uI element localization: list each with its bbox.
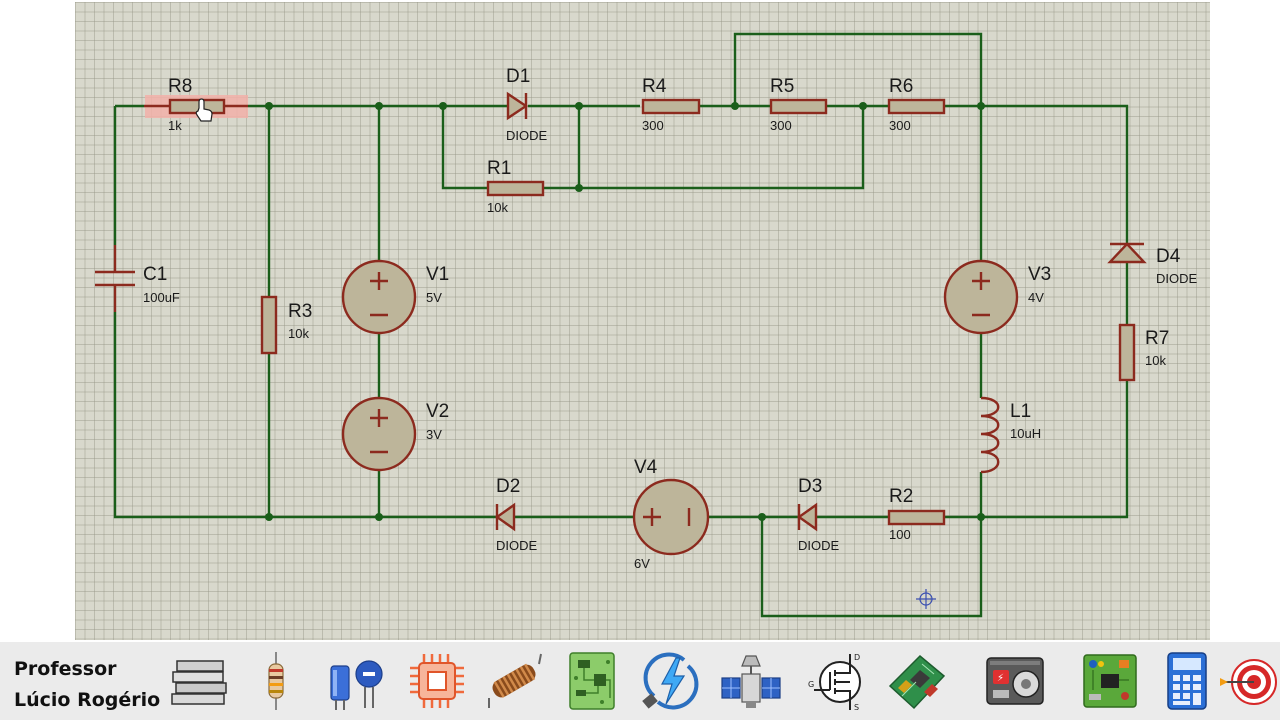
- footer-bar: Professor Lúcio Rogério: [0, 642, 1280, 720]
- chip-icon: [410, 654, 464, 708]
- svg-text:D: D: [854, 653, 860, 662]
- hand-cursor-icon: [195, 98, 213, 122]
- resistor-r2[interactable]: R2 100: [887, 486, 946, 542]
- c1-ref-label: C1: [143, 264, 167, 285]
- resistor-r1[interactable]: R1 10k: [486, 158, 545, 215]
- v1-value-label: 5V: [426, 290, 442, 305]
- v2-ref-label: V2: [426, 401, 449, 422]
- d4-value-label: DIODE: [1156, 271, 1198, 286]
- wires: [113, 32, 1129, 618]
- diode-d2[interactable]: D2 DIODE: [494, 476, 538, 553]
- d1-ref-label: D1: [506, 66, 530, 87]
- energy-icon: [642, 652, 699, 710]
- r2-value-label: 100: [889, 527, 911, 542]
- r7-ref-label: R7: [1145, 328, 1169, 349]
- l1-ref-label: L1: [1010, 401, 1031, 422]
- d2-ref-label: D2: [496, 476, 520, 497]
- d2-value-label: DIODE: [496, 538, 538, 553]
- r7-value-label: 10k: [1145, 353, 1166, 368]
- resistor-icon: [268, 652, 284, 710]
- r6-ref-label: R6: [889, 76, 913, 97]
- r8-ref-label: R8: [168, 76, 192, 97]
- c1-value-label: 100uF: [143, 290, 180, 305]
- voltage-source-v1[interactable]: V1 5V: [341, 259, 449, 335]
- satellite-icon: [721, 655, 781, 708]
- r4-value-label: 300: [642, 118, 664, 133]
- brand-logo: Professor Lúcio Rogério: [14, 654, 164, 716]
- r1-value-label: 10k: [487, 200, 508, 215]
- crosshair-icon: [916, 589, 936, 609]
- r6-value-label: 300: [889, 118, 911, 133]
- target-icon: [1220, 659, 1277, 705]
- r3-value-label: 10k: [288, 326, 309, 341]
- pcb-board-icon: [569, 652, 615, 710]
- brand-line-1: Professor: [14, 658, 117, 680]
- schematic-svg[interactable]: R8 1k D1 DIODE R4 300 R5 300 R6 300 R1 1…: [75, 2, 1210, 640]
- svg-text:⚡: ⚡: [997, 673, 1004, 684]
- v4-value-label: 6V: [634, 556, 650, 571]
- v1-ref-label: V1: [426, 264, 449, 285]
- r3-ref-label: R3: [288, 301, 312, 322]
- r5-value-label: 300: [770, 118, 792, 133]
- resistor-r7[interactable]: R7 10k: [1118, 323, 1169, 382]
- brand-line-2: Lúcio Rogério: [14, 689, 161, 711]
- voltage-source-v2[interactable]: V2 3V: [341, 396, 449, 472]
- resistor-r8[interactable]: R8 1k: [144, 76, 248, 133]
- diode-d1[interactable]: D1 DIODE: [506, 66, 548, 143]
- r5-ref-label: R5: [770, 76, 794, 97]
- inductor-icon: [488, 653, 542, 708]
- v3-ref-label: V3: [1028, 264, 1051, 285]
- schematic-canvas[interactable]: R8 1k D1 DIODE R4 300 R5 300 R6 300 R1 1…: [75, 2, 1210, 640]
- d3-value-label: DIODE: [798, 538, 840, 553]
- inductor-l1[interactable]: L1 10uH: [980, 396, 1041, 474]
- resistor-r5[interactable]: R5 300: [769, 76, 828, 133]
- r8-value-label: 1k: [168, 118, 182, 133]
- mosfet-icon: D G S: [808, 653, 861, 712]
- svg-text:S: S: [854, 703, 859, 712]
- capacitors-icon: [330, 660, 383, 710]
- l1-value-label: 10uH: [1010, 426, 1041, 441]
- power-supply-icon: ⚡: [986, 657, 1044, 705]
- books-icon: [171, 660, 227, 705]
- junction-dots: [265, 102, 985, 521]
- capacitor-c1[interactable]: C1 100uF: [95, 245, 180, 312]
- diode-d3[interactable]: D3 DIODE: [796, 476, 840, 553]
- d4-ref-label: D4: [1156, 246, 1181, 267]
- d1-value-label: DIODE: [506, 128, 548, 143]
- resistor-r6[interactable]: R6 300: [887, 76, 946, 133]
- circuit-board-icon: [1083, 654, 1137, 708]
- diode-d4[interactable]: D4 DIODE: [1107, 242, 1198, 286]
- v2-value-label: 3V: [426, 427, 442, 442]
- resistor-r3[interactable]: R3 10k: [260, 295, 312, 355]
- r1-ref-label: R1: [487, 158, 511, 179]
- d3-ref-label: D3: [798, 476, 822, 497]
- voltage-source-v3[interactable]: V3 4V: [943, 259, 1051, 335]
- r2-ref-label: R2: [889, 486, 913, 507]
- svg-text:G: G: [808, 680, 814, 689]
- voltage-source-v4[interactable]: V4 6V: [632, 457, 710, 571]
- motherboard-icon: [888, 654, 946, 710]
- v4-ref-label: V4: [634, 457, 658, 478]
- r4-ref-label: R4: [642, 76, 667, 97]
- calculator-icon: [1167, 652, 1207, 710]
- resistor-r4[interactable]: R4 300: [641, 76, 701, 133]
- v3-value-label: 4V: [1028, 290, 1044, 305]
